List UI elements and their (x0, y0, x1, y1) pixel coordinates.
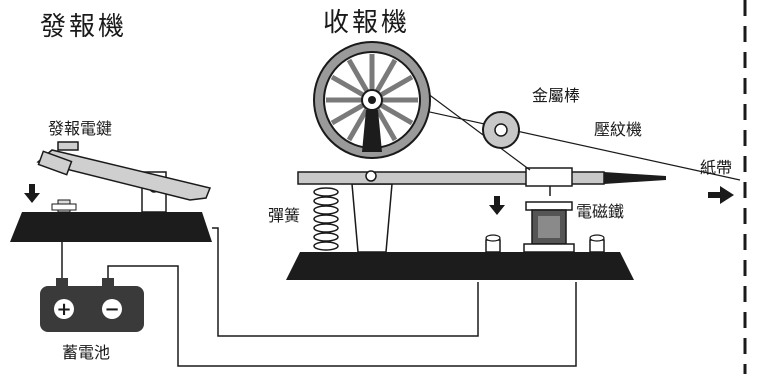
sender-key-base (10, 212, 212, 242)
spring-label: 彈簧 (268, 206, 301, 225)
sender-title: 發報機 (40, 12, 128, 42)
electromagnet (523, 201, 575, 253)
battery-plus-sign: + (56, 299, 71, 320)
circuit-wires (61, 227, 577, 367)
battery (40, 278, 144, 332)
receiver-base (286, 252, 634, 280)
sender-key-lever (36, 141, 212, 213)
paper-reel (313, 41, 431, 159)
battery-minus-sign: − (104, 299, 119, 320)
tape-roller (482, 111, 520, 149)
press-down-arrow-icon (24, 184, 40, 203)
tape-out-arrow-icon (708, 186, 734, 204)
metal-rod-label: 金屬棒 (532, 86, 581, 105)
tape-label: 紙帶 (700, 158, 733, 177)
paper-tape (374, 99, 741, 181)
electromagnet-label: 電磁鐵 (576, 202, 625, 221)
metal-rod (525, 167, 573, 196)
receiver-terminal-right (589, 234, 605, 253)
receiver-title: 收報機 (323, 8, 411, 38)
battery-label: 蓄電池 (62, 343, 111, 362)
spring (313, 187, 339, 251)
embosser (604, 172, 666, 184)
receiver-terminal-left (485, 234, 501, 253)
magnet-down-arrow-icon (489, 196, 505, 215)
sender-key-label: 發報電鍵 (48, 119, 113, 138)
embosser-label: 壓紋機 (594, 120, 643, 139)
receiver-stand (351, 183, 393, 253)
sender-key-contact (51, 199, 77, 213)
